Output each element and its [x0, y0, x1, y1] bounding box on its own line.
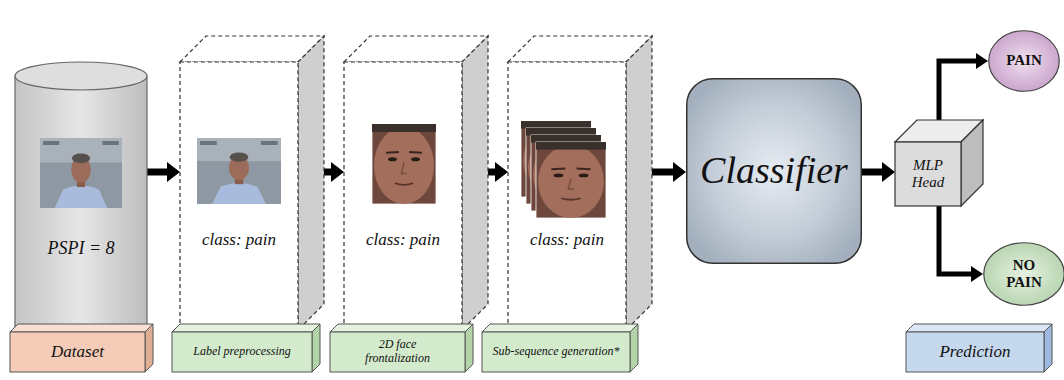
- stage-tag-text: 2D face frontalization: [348, 338, 448, 366]
- pipeline-stage-box: class: pain: [180, 62, 298, 330]
- arrow-head: [331, 162, 344, 182]
- stage-tag: Prediction: [906, 332, 1044, 372]
- pipeline-stage-box: class: pain: [508, 62, 626, 330]
- pipeline-stage-box-outline: [180, 36, 324, 330]
- arrow-head: [976, 53, 988, 69]
- stage-tag: Sub-sequence generation*: [482, 332, 630, 372]
- classifier-box: Classifier: [686, 78, 862, 264]
- arrow-head: [673, 162, 686, 182]
- stage-tag: 2D face frontalization: [330, 332, 465, 372]
- arrow-head: [971, 266, 983, 282]
- stage-tag-text: Sub-sequence generation*: [493, 345, 620, 359]
- output-label: NO PAIN: [996, 257, 1052, 292]
- arrow-head: [495, 162, 508, 182]
- classifier-title: Classifier: [700, 149, 848, 193]
- arrow-shaft: [652, 169, 674, 176]
- arrow-shaft: [488, 169, 496, 176]
- flow-arrow: [324, 162, 344, 182]
- arrow-shaft: [939, 206, 972, 274]
- stage-tag: Label preprocessing: [172, 332, 312, 372]
- arrow-shaft: [147, 169, 168, 176]
- class-label: class: pain: [530, 230, 604, 250]
- mlp-head-cube: MLP Head: [895, 142, 961, 206]
- flow-arrow: [939, 53, 988, 120]
- flow-arrow: [862, 162, 895, 182]
- pain-output: PAIN: [988, 30, 1060, 92]
- pipeline-stage-box-outline: [508, 36, 652, 330]
- flow-arrow: [652, 162, 686, 182]
- class-label: class: pain: [366, 230, 440, 250]
- no-pain-output: NO PAIN: [983, 242, 1064, 306]
- flow-arrow: [147, 162, 180, 182]
- arrow-shaft: [939, 61, 977, 120]
- pipeline-stage-box: class: pain: [344, 62, 462, 330]
- stage-tag-text: Label preprocessing: [193, 345, 290, 359]
- pspi-value: PSPI = 8: [47, 238, 114, 259]
- class-label: class: pain: [202, 230, 276, 250]
- arrow-head: [882, 162, 895, 182]
- flow-arrow: [939, 206, 983, 282]
- stage-tag-text: Dataset: [51, 342, 104, 362]
- arrow-shaft: [862, 169, 883, 176]
- stage-tag-text: Prediction: [939, 342, 1010, 362]
- mlp-head-label: MLP Head: [906, 157, 950, 192]
- pipeline-stage-box-outline: [344, 36, 488, 330]
- output-label: PAIN: [1006, 52, 1042, 69]
- stage-tag: Dataset: [10, 332, 145, 372]
- arrow-head: [167, 162, 180, 182]
- arrow-shaft: [324, 169, 332, 176]
- flow-arrow: [488, 162, 508, 182]
